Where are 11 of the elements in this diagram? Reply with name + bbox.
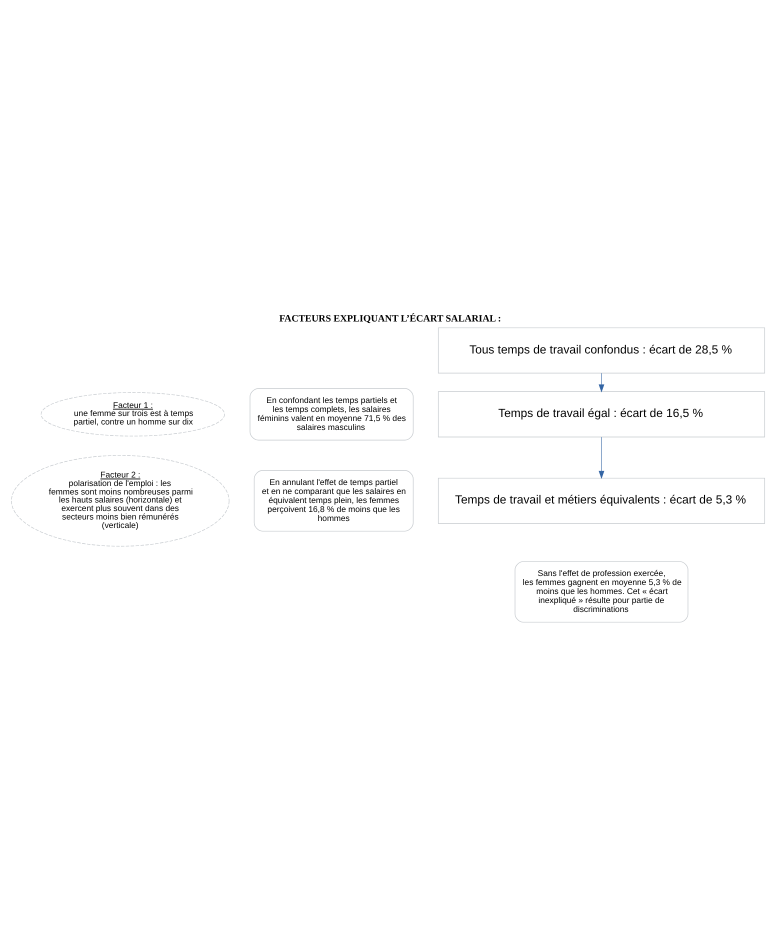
- node-box: Temps de travail et métiers équivalents : écart de 5,3 %: [438, 478, 766, 524]
- node-box: En annulant l'effet de temps partiel et en ne comparant que les salaires en équivalent temps plein, les femmes perçoivent 16,8 % de moins que les hommes: [254, 470, 414, 532]
- arrow: [598, 436, 604, 479]
- node-box: Tous temps de travail confondus : écart de 28,5 %: [438, 327, 766, 374]
- arrow: [598, 372, 604, 392]
- node-box: Sans l'effet de profession exercée, les femmes gagnent en moyenne 5,3 % de moins que les hommes. Cet « écart inexpliqué » résulte pour partie de discriminations: [514, 561, 688, 623]
- node-ellipse: Facteur 2 : polarisation de l'emploi : les femmes sont moins nombreuses parmi les hauts salaires (horizontale) et exercent plus souvent dans des secteurs moins bien rémunérés (verticale): [11, 455, 230, 547]
- node-ellipse: Facteur 1 : une femme sur trois est à temps partiel, contre un homme sur dix: [40, 392, 225, 436]
- node-box: En confondant les temps partiels et les temps complets, les salaires féminins valent en moyenne 71,5 % des salaires masculins: [250, 388, 414, 440]
- diagram-title: FACTEURS EXPLIQUANT L’ÉCART SALARIAL :: [279, 314, 502, 325]
- node-box: Temps de travail égal : écart de 16,5 %: [438, 391, 766, 438]
